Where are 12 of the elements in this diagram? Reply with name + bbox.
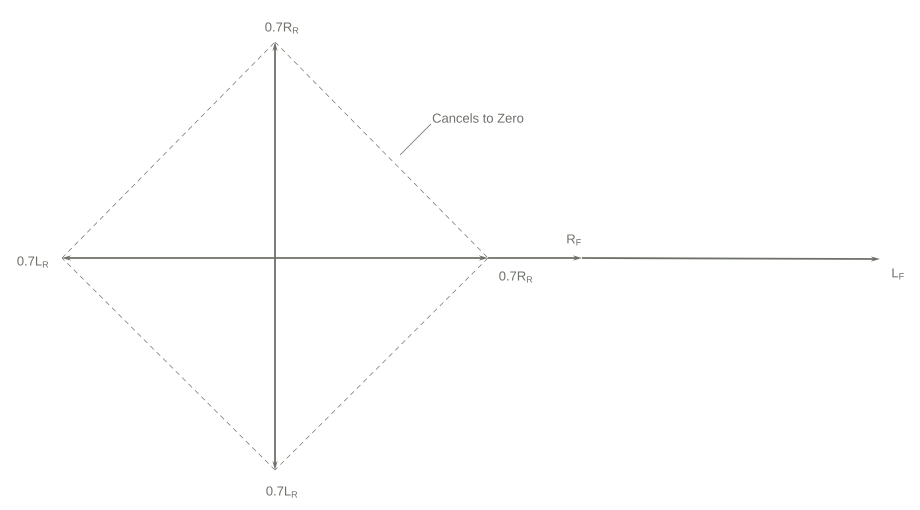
dashed-line — [62, 258, 276, 470]
vector-label: 0.7R$_{R}$ — [265, 22, 298, 34]
vector-label: 0.7L$_{R}$ — [17, 256, 48, 268]
dashed-line — [62, 42, 276, 258]
dashed-line — [274, 42, 488, 258]
leader-line — [400, 124, 432, 156]
vector-label: R$_{F}$ — [567, 234, 581, 246]
vector-label: L$_{F}$ — [892, 268, 904, 280]
vector-label: 0.7L$_{R}$ — [266, 486, 298, 498]
vector-label: 0.7R$_{R}$ — [499, 271, 532, 283]
dashed-line — [274, 258, 488, 470]
callout-text: Cancels to Zero — [432, 113, 524, 123]
